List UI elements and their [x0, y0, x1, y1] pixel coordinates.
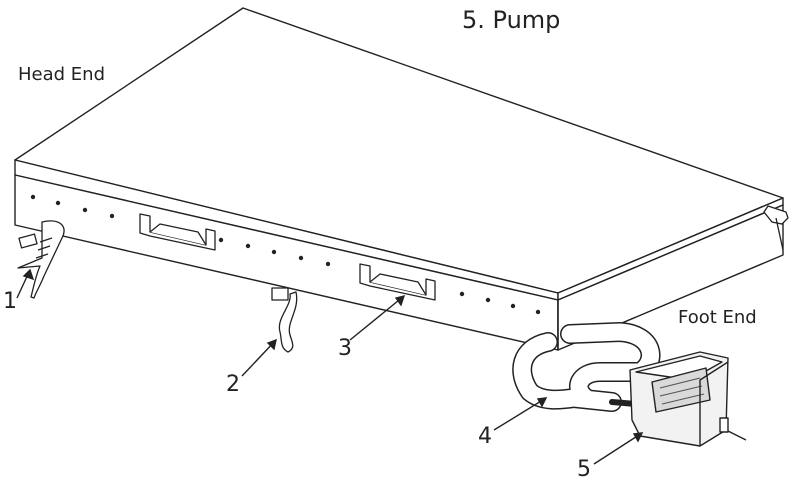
callout-3: 3 — [338, 336, 352, 361]
callout-2: 2 — [226, 372, 240, 397]
pump-header-label: 5. Pump — [462, 6, 561, 34]
foot-end-strap — [763, 205, 789, 225]
foot-end-label: Foot End — [678, 307, 757, 328]
head-end-label: Head End — [18, 64, 105, 85]
callout-4: 4 — [478, 424, 492, 449]
side-handle — [139, 213, 436, 301]
head-end-strap — [17, 220, 65, 299]
side-strap-connector — [271, 287, 298, 353]
leader-arrows — [16, 268, 644, 465]
callout-1: 1 — [3, 289, 17, 314]
callout-5: 5 — [577, 457, 591, 482]
vent-dots — [30, 194, 541, 315]
pump — [629, 351, 747, 447]
